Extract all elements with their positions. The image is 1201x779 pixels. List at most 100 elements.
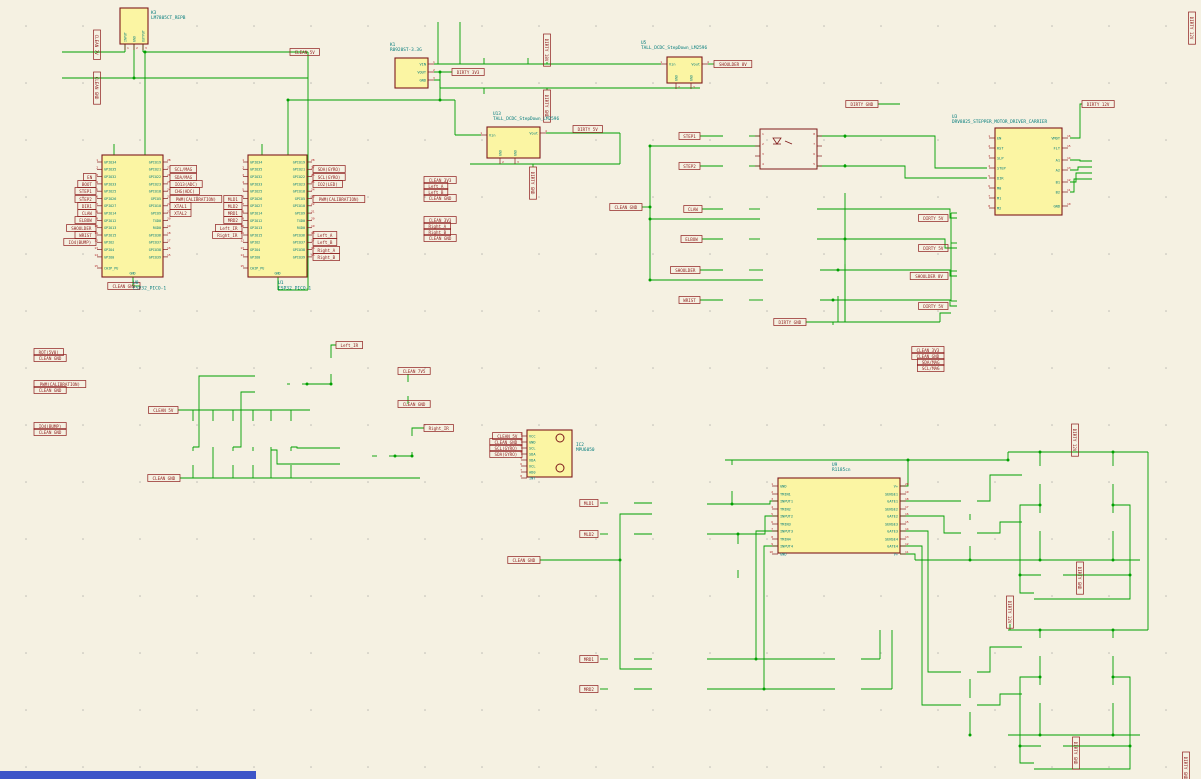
net-label-mrd1[interactable]: MRD1 (579, 655, 599, 663)
net-label-sda-mag[interactable]: SDA/MAG (917, 358, 945, 366)
net-label-clean-gnd[interactable]: CLEAN GND (423, 234, 457, 242)
module-u5[interactable]: Vin1Vout4GND2GND3U5TALL_DCDC_StepDown_LM… (641, 40, 709, 89)
wire[interactable] (619, 560, 652, 670)
wire[interactable] (619, 513, 652, 560)
net-label-mld1[interactable]: MLD1 (579, 499, 599, 507)
net-label-clean-gnd[interactable]: CLEAN GND (397, 400, 431, 408)
net-label-mrd2[interactable]: MRD2 (579, 685, 599, 693)
net-label-scl-mag[interactable]: SCL/MAG (169, 165, 197, 173)
wire[interactable] (755, 530, 778, 659)
net-label-dirty-12v[interactable]: DIRTY 12V (1071, 423, 1079, 457)
net-label-dirty-gnd[interactable]: DIRTY GND (1072, 736, 1080, 770)
net-label-io13-adc-[interactable]: IO13(ADC) (169, 180, 203, 188)
net-label-scl-gyro-[interactable]: SCL(GYRO) (312, 173, 346, 181)
wire[interactable] (707, 500, 778, 505)
net-label-clean-gnd[interactable]: CLEAN GND (33, 428, 67, 436)
net-label-dirty-5v[interactable]: DIRTY 5V (918, 214, 949, 222)
net-label-io4-bump-[interactable]: IO4(BUMP) (63, 238, 97, 246)
wire[interactable] (1070, 172, 1092, 183)
net-label-en[interactable]: EN (83, 173, 97, 181)
net-label-shoulder[interactable]: SHOULDER (66, 224, 97, 232)
net-label-pwm-calibration-[interactable]: PWM(CALIBRATION) (33, 380, 87, 388)
net-label-shoulder-8v[interactable]: SHOULDER 8V (713, 60, 753, 68)
net-label-clean-gnd[interactable]: CLEAN GND (507, 556, 541, 564)
net-label-left-a[interactable]: Left_A (423, 182, 449, 190)
net-label-clean-7v[interactable]: CLEAN 7V (93, 29, 101, 60)
wire[interactable] (817, 165, 987, 179)
wire[interactable] (434, 79, 441, 88)
module-u3[interactable]: EN1RST2SLP3STEP4DIR5M06M17M28VMOT16FLT15… (952, 114, 1071, 216)
net-label-dir1[interactable]: DIR1 (77, 202, 97, 210)
wire[interactable] (411, 427, 424, 436)
net-label-wrist[interactable]: WRIST (74, 231, 97, 239)
net-label-wrist[interactable]: WRIST (678, 296, 701, 304)
wire[interactable] (1070, 159, 1092, 162)
net-label-right-a[interactable]: Right_A (423, 222, 451, 230)
wire[interactable] (977, 521, 1022, 534)
net-label-mld1[interactable]: MLD1 (223, 195, 243, 203)
net-label-dirty-12v[interactable]: DIRTY 12V (1188, 11, 1196, 45)
net-label-clean-3v3[interactable]: CLEAN 3V3 (423, 216, 457, 224)
net-label-xtal1[interactable]: XTAL1 (169, 202, 192, 210)
wire[interactable] (271, 449, 340, 465)
net-label-clean-5v[interactable]: CLEAN 5V (289, 48, 320, 56)
wire[interactable] (291, 446, 340, 449)
net-label-pwm-calibration-[interactable]: PWM(CALIBRATION) (169, 195, 223, 203)
wire[interactable] (977, 646, 1022, 673)
module-u9[interactable]: GND1TMIN12INPUT13TMIN24INPUT25TMIN36INPU… (769, 462, 908, 556)
net-label-scl-mag[interactable]: SCL/MAG (917, 364, 945, 372)
wire[interactable] (1019, 504, 1040, 594)
wire[interactable] (1034, 676, 1131, 770)
wire[interactable] (193, 375, 255, 448)
net-label-left-b[interactable]: Left_B (312, 238, 338, 246)
net-label-step2[interactable]: STEP2 (678, 162, 701, 170)
net-label-sda-gyro-[interactable]: SDA(GYRO) (489, 450, 523, 458)
net-label-shoulder[interactable]: SHOULDER (670, 266, 701, 274)
wire[interactable] (1070, 178, 1092, 193)
wire[interactable] (1034, 504, 1131, 600)
net-label-step1[interactable]: STEP1 (678, 132, 701, 140)
net-label-left-a[interactable]: Left_A (312, 231, 338, 239)
wire[interactable] (1019, 676, 1040, 764)
wire[interactable] (233, 391, 255, 448)
net-label-rot-5v0-[interactable]: ROT(5V0) (33, 348, 64, 356)
net-label-clean-gnd[interactable]: CLEAN GND (33, 354, 67, 362)
ic-u8[interactable]: GPIO341GPIO352GPIO323GPIO334GPIO255GPIO2… (94, 154, 171, 291)
net-label-chg-adc-[interactable]: CHG(ADC) (169, 187, 200, 195)
wire[interactable] (900, 530, 961, 673)
net-label-dirty-gnd[interactable]: DIRTY GND (845, 100, 879, 108)
net-label-dirty-gnd[interactable]: DIRTY GND (543, 89, 551, 123)
net-label-sda-gyro-[interactable]: SDA(GYRO) (312, 165, 346, 173)
net-label-io4-bump-[interactable]: IO4(BUMP) (33, 422, 67, 430)
wire[interactable] (820, 299, 957, 307)
net-label-dirty-12v[interactable]: DIRTY 12V (1081, 100, 1115, 108)
net-label-claw[interactable]: CLAW (77, 209, 97, 217)
net-label-right-b[interactable]: Right_B (312, 253, 340, 261)
net-label-mld2[interactable]: MLD2 (223, 202, 243, 210)
net-label-dirty-5v[interactable]: DIRTY 5V (572, 125, 603, 133)
wire[interactable] (900, 545, 961, 706)
wire[interactable] (1070, 103, 1082, 139)
net-label-dirty-3v3[interactable]: DIRTY 3V3 (451, 68, 485, 76)
net-label-dirty-gnd[interactable]: DIRTY GND (529, 166, 537, 200)
net-label-sda-mag[interactable]: SDA/MAG (169, 173, 197, 181)
ic-u1[interactable]: GPIO341GPIO352GPIO323GPIO334GPIO255GPIO2… (240, 154, 315, 291)
net-label-clean-gnd[interactable]: CLEAN GND (93, 71, 101, 105)
net-label-mrd1[interactable]: MRD1 (223, 209, 243, 217)
net-label-right-a[interactable]: Right_A (312, 246, 340, 254)
net-label-clean-3v3[interactable]: CLEAN 3V3 (911, 346, 945, 354)
wire[interactable] (900, 515, 961, 534)
net-label-dirty-gnd[interactable]: DIRTY GND (1076, 561, 1084, 595)
net-label-clean-gnd[interactable]: CLEAN GND (911, 352, 945, 360)
wire[interactable] (763, 545, 778, 689)
wire[interactable] (330, 344, 336, 358)
net-label-shoulder-8v[interactable]: SHOULDER 8V (909, 272, 949, 280)
net-label-left-b[interactable]: Left_B (423, 188, 449, 196)
net-label-mrd2[interactable]: MRD2 (223, 216, 243, 224)
net-label-step1[interactable]: STEP1 (74, 187, 97, 195)
net-label-dirty-5v[interactable]: DIRTY 5V (918, 244, 949, 252)
